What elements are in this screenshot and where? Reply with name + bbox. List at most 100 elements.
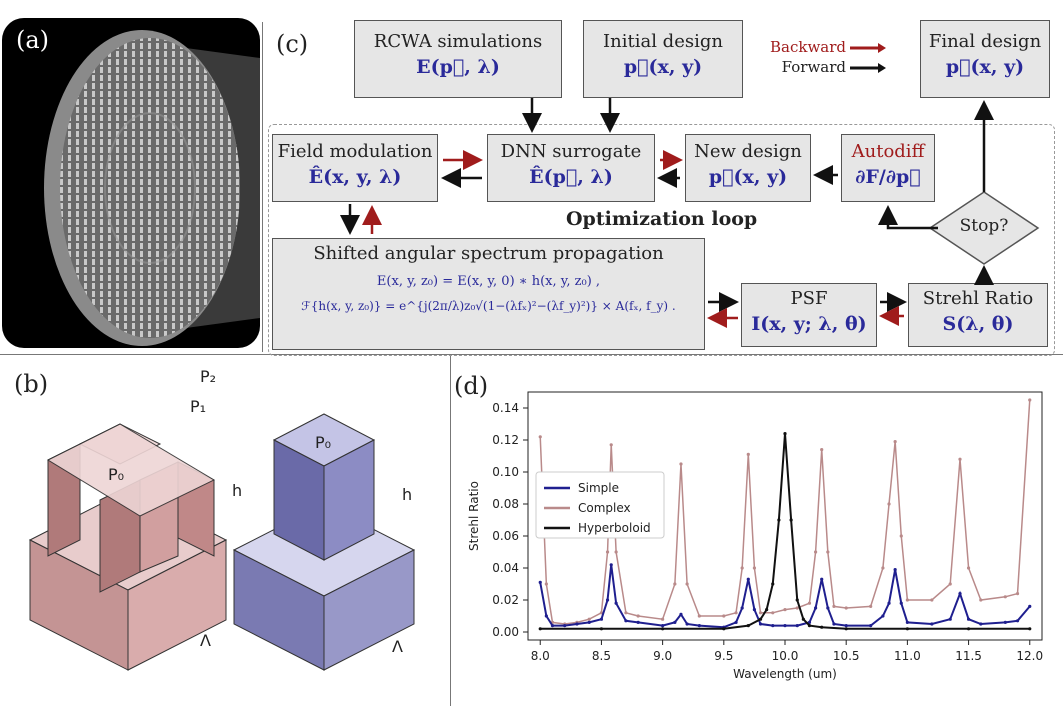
data-point-hyperboloid [807,624,812,628]
newdesign-title: New design [694,141,802,162]
data-point-simple [893,568,897,572]
y-tick-label: 0.14 [492,401,519,415]
panel-label-c: (c) [276,30,309,58]
x-tick-label: 8.5 [592,649,611,663]
data-point-complex [813,550,818,554]
x-tick-label: 8.0 [531,649,550,663]
data-point-simple [599,617,604,621]
data-point-hyperboloid [765,608,769,612]
data-point-complex [752,566,757,570]
asp-eq1: E(x, y, z₀) = E(x, y, 0) ∗ h(x, y, z₀) , [376,274,601,289]
data-point-simple [844,624,848,628]
data-point-hyperboloid [538,627,542,631]
data-point-hyperboloid [722,627,726,631]
x-tick-label: 12.0 [1016,649,1043,663]
autodiff-math: ∂F/∂p⃗ [855,166,921,188]
data-point-simple [563,624,567,628]
data-point-complex [958,457,962,461]
rcwa-box: RCWA simulations E(p⃗, λ) [354,20,562,98]
series-line-simple [539,564,1031,629]
data-point-simple [795,624,799,628]
label-lambda-simple: Λ [392,637,403,656]
data-point-complex [614,550,618,554]
vertical-divider-bottom [450,356,451,706]
data-point-simple [685,622,689,626]
data-point-hyperboloid [599,627,604,631]
data-point-hyperboloid [801,617,805,621]
initial-design-box: Initial design p⃗(x, y) [583,20,743,98]
data-point-complex [1028,398,1032,402]
simple-cell [232,413,416,671]
data-point-complex [905,598,909,602]
data-point-complex [1015,592,1020,596]
autodiff-box: Autodiff ∂F/∂p⃗ [841,134,935,202]
y-tick-label: 0.06 [492,529,519,543]
data-point-simple [1015,619,1020,623]
rcwa-title: RCWA simulations [373,31,543,52]
data-point-hyperboloid [844,627,848,631]
field-title: Field modulation [277,141,433,162]
data-point-complex [795,606,799,610]
data-point-simple [636,620,640,624]
new-design-box: New design p⃗(x, y) [685,134,811,202]
arrow-stop-autodiff [878,205,938,230]
data-point-simple [869,624,873,628]
legend-arrows: Backward Forward [770,38,888,78]
data-point-simple [958,592,962,596]
x-tick-label: 11.5 [955,649,982,663]
y-tick-label: 0.04 [492,561,519,575]
data-point-complex [544,582,548,586]
dnn-title: DNN surrogate [500,141,642,162]
dnn-math: Ê(p⃗, λ) [529,166,613,188]
y-tick-label: 0.08 [492,497,519,511]
data-point-complex [609,443,613,447]
data-point-complex [538,435,542,439]
data-point-simple [661,624,665,628]
psf-math: I(x, y; λ, θ) [751,313,867,335]
label-h-complex: h [232,481,242,500]
data-point-complex [587,617,591,621]
field-modulation-box: Field modulation Ê(x, y, λ) [272,134,438,202]
data-point-hyperboloid [820,625,824,629]
data-point-hyperboloid [746,624,750,628]
vertical-divider-top [262,22,263,352]
data-point-complex [881,566,885,570]
rcwa-math: E(p⃗, λ) [416,56,500,78]
label-p0-simple: P₀ [315,433,331,452]
data-point-hyperboloid [789,518,793,522]
data-point-complex [661,617,665,621]
data-point-hyperboloid [795,598,799,602]
label-p2: P₂ [200,367,216,386]
data-point-hyperboloid [661,627,665,631]
asp-box: Shifted angular spectrum propagation E(x… [272,238,705,350]
data-point-simple [734,620,738,624]
label-lambda-complex: Λ [200,631,211,650]
label-p0-complex: P₀ [108,465,124,484]
data-point-simple [899,601,903,605]
data-point-simple [1028,604,1032,608]
y-tick-label: 0.00 [492,625,519,639]
data-point-complex [807,601,812,605]
data-point-simple [1003,620,1007,624]
data-point-complex [820,448,824,452]
newdesign-math: p⃗(x, y) [708,166,788,188]
legend-label-hyperboloid: Hyperboloid [578,521,651,535]
data-point-simple [948,617,952,621]
data-point-simple [624,619,628,623]
unit-cell-drawing: P₂ P₁ P₀ h Λ P₀ h Λ [28,367,416,671]
panel-a-image [2,18,260,348]
legend-label-complex: Complex [578,501,631,515]
strehl-title: Strehl Ratio [922,288,1034,309]
data-point-simple [609,563,613,567]
data-point-complex [740,566,744,570]
legend-label-simple: Simple [578,481,619,495]
data-point-complex [899,534,903,538]
data-point-simple [673,620,677,624]
data-point-simple [771,624,775,628]
horizontal-divider [0,354,1063,355]
data-point-hyperboloid [783,432,787,436]
data-point-complex [869,604,873,608]
data-point-complex [844,606,848,610]
data-point-complex [758,611,763,615]
